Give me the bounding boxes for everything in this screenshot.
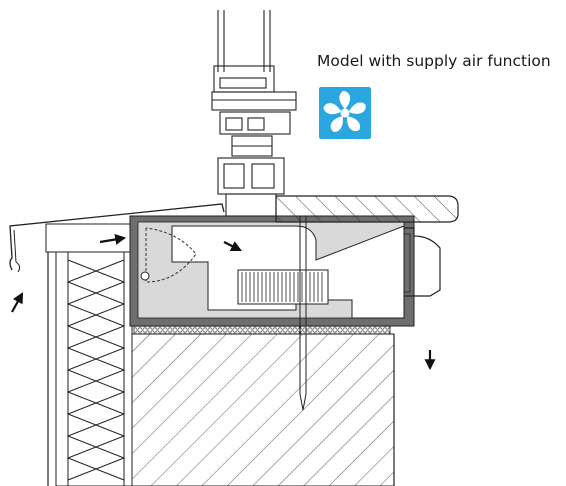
ventilation-housing xyxy=(129,215,441,327)
fan-icon xyxy=(319,87,371,139)
fixing-screw xyxy=(286,215,318,411)
window-frame xyxy=(211,10,297,217)
arrow-icon xyxy=(223,241,242,251)
arrow-icon xyxy=(11,292,24,313)
arrow-icon xyxy=(99,234,127,245)
interior-sill-board xyxy=(275,195,459,223)
insulation-layer xyxy=(55,249,133,486)
fan-wheel xyxy=(237,269,329,305)
mesh-strip xyxy=(133,325,391,335)
masonry-wall xyxy=(131,333,395,486)
diagram-caption: Model with supply air function xyxy=(317,52,551,70)
airflow-arrows xyxy=(11,234,436,371)
